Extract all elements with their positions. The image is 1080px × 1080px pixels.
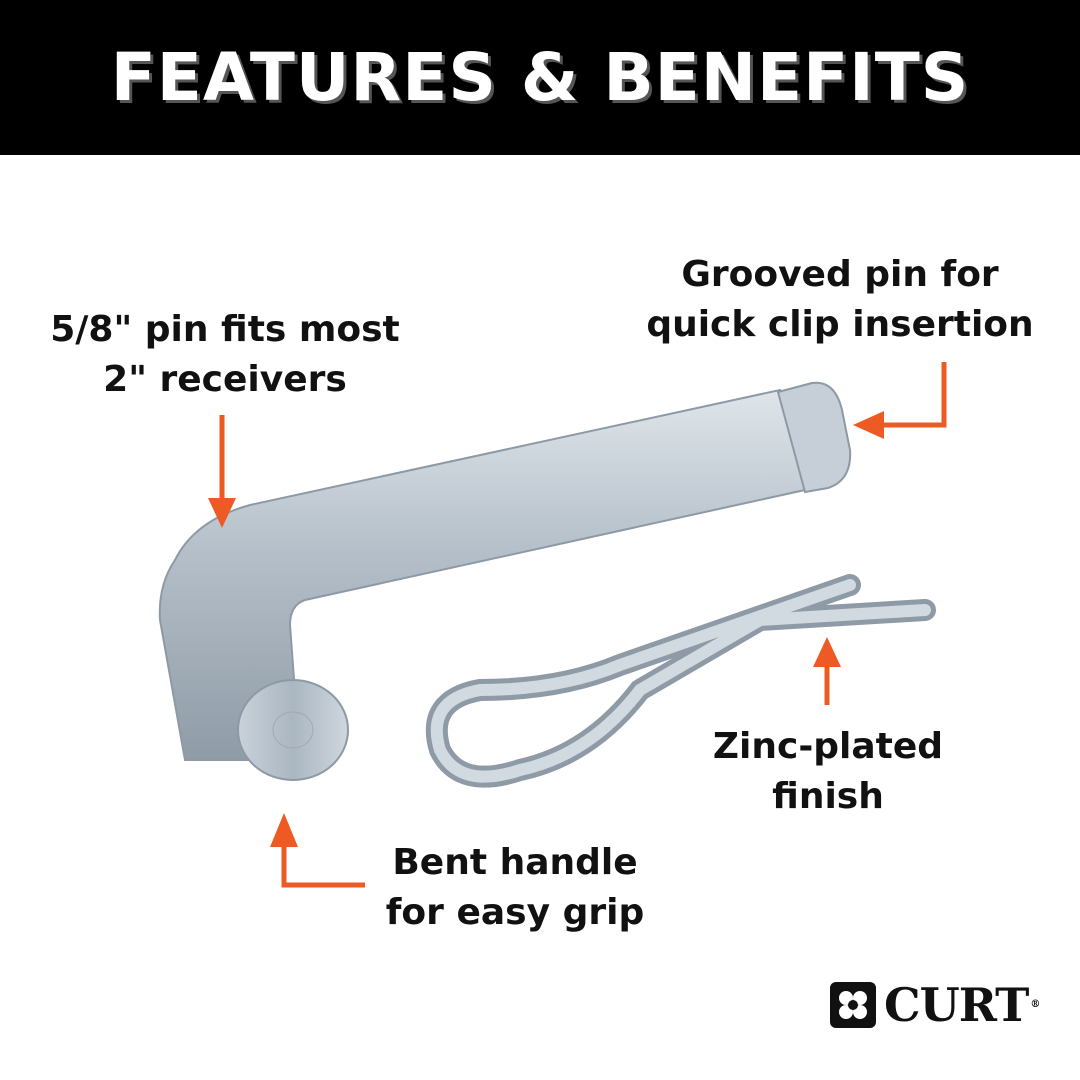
curt-emblem-icon <box>830 982 876 1028</box>
callout-pin-size: 5/8" pin fits most 2" receivers <box>50 305 400 405</box>
page-title: FEATURES & BENEFITS <box>110 39 970 116</box>
brand-name: CURT® <box>884 978 1040 1032</box>
hitch-clip-image <box>425 574 936 788</box>
hitch-pin-image <box>158 381 852 781</box>
callout-grooved: Grooved pin for quick clip insertion <box>640 250 1040 350</box>
callout-zinc-line2: finish <box>772 776 884 817</box>
callout-grooved-line1: Grooved pin for <box>681 254 999 295</box>
callout-handle-line2: for easy grip <box>385 892 645 933</box>
arrow-handle <box>270 813 365 888</box>
callout-pin-size-line1: 5/8" pin fits most <box>50 309 400 350</box>
brand-logo: CURT® <box>830 978 1040 1032</box>
callout-pin-size-line2: 2" receivers <box>103 359 347 400</box>
arrow-zinc <box>813 637 841 705</box>
header-banner: FEATURES & BENEFITS <box>0 0 1080 155</box>
callout-zinc-line1: Zinc-plated <box>712 726 944 767</box>
callout-handle-line1: Bent handle <box>392 842 638 883</box>
callout-handle: Bent handle for easy grip <box>370 838 660 938</box>
callout-grooved-line2: quick clip insertion <box>646 304 1034 345</box>
arrow-grooved <box>853 362 947 439</box>
callout-zinc: Zinc-plated finish <box>700 722 956 822</box>
arrow-pin-size <box>208 415 236 528</box>
